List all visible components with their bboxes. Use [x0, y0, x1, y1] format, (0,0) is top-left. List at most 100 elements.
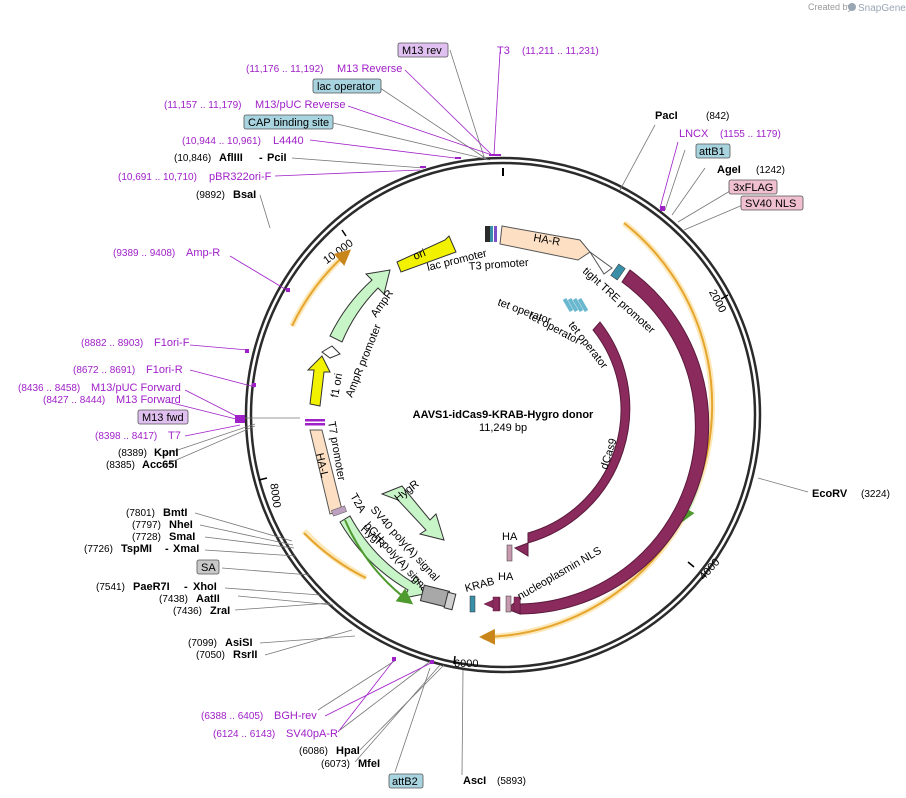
box-lac-operator-label: lac operator	[317, 81, 375, 93]
tick-10000-mark	[341, 229, 347, 237]
enzyme-smai[interactable]: SmaI	[169, 531, 195, 543]
box-attb1[interactable]	[695, 143, 731, 159]
primer-sv40pa-r[interactable]: SV40pA-R	[286, 728, 338, 740]
box-attb1-label: attB1	[699, 146, 725, 158]
leader-lines	[159, 49, 809, 776]
enzyme-nhei[interactable]: NheI	[169, 519, 193, 531]
box-sa[interactable]	[196, 559, 220, 575]
orange-arc-left	[303, 532, 367, 579]
left-enzymes: (10,846) AflIII - PciI (9892) BsaI (8389…	[84, 152, 380, 770]
enzyme-tspmi[interactable]: TspMI	[121, 543, 152, 555]
tet-operator-stripes	[562, 297, 589, 313]
svg-text:(8882 .. 8903): (8882 .. 8903)	[81, 338, 143, 349]
primer-t7[interactable]: T7	[168, 430, 181, 442]
t2a-label: T2A	[347, 492, 368, 516]
enzyme-hpai[interactable]: HpaI	[336, 745, 360, 757]
enzyme-mfei[interactable]: MfeI	[358, 758, 380, 770]
primer-lines	[167, 51, 679, 733]
box-cap-binding-site[interactable]	[243, 114, 334, 130]
primer-m13-forward[interactable]: M13 Forward	[116, 394, 181, 406]
primer-m13-puc-reverse[interactable]: M13/pUC Reverse	[255, 99, 345, 111]
box-3xflag[interactable]	[728, 179, 778, 195]
primer-m13-puc-forward[interactable]: M13/pUC Forward	[91, 382, 181, 394]
box-m13rev[interactable]	[397, 42, 449, 58]
enzyme-afliii[interactable]: AflIII	[219, 152, 243, 164]
box-m13fwd[interactable]	[137, 409, 189, 425]
ha-marker-1	[506, 544, 513, 562]
svg-text:-: -	[184, 581, 188, 593]
svg-text:(10,944 .. 10,961): (10,944 .. 10,961)	[182, 136, 261, 147]
orange-arc-topleft	[291, 249, 352, 327]
primer-m13-reverse[interactable]: M13 Reverse	[337, 63, 402, 75]
ampr-feature[interactable]	[329, 269, 391, 343]
primer-pbr322ori-f[interactable]: pBR322ori-F	[209, 171, 272, 183]
box-m13rev-label: M13 rev	[402, 45, 442, 57]
map-length: 11,249 bp	[479, 422, 527, 434]
svg-text:(8385): (8385)	[106, 460, 135, 471]
enzyme-zrai[interactable]: ZraI	[210, 605, 230, 617]
svg-text:(6124 .. 6143): (6124 .. 6143)	[213, 729, 275, 740]
svg-text:(7436): (7436)	[173, 606, 202, 617]
credit-prefix: Created by	[808, 2, 853, 12]
lac-operator-marker	[485, 226, 490, 242]
cap-marker	[490, 226, 493, 242]
svg-text:(8436 .. 8458): (8436 .. 8458)	[18, 383, 80, 394]
enzyme-pcii[interactable]: PciI	[267, 152, 287, 164]
ha-label-1: HA	[502, 531, 518, 543]
enzyme-afliii-sep: -	[259, 152, 263, 164]
t2a-marker	[331, 505, 347, 517]
hygr-feature-upper[interactable]	[380, 485, 445, 541]
ha-r-feature[interactable]	[499, 225, 591, 261]
ampr-promoter-label: AmpR promoter	[344, 322, 384, 399]
enzyme-paci[interactable]: PacI	[655, 110, 678, 122]
tre-marker	[610, 263, 626, 281]
svg-text:(7801): (7801)	[126, 508, 155, 519]
enzyme-asisi[interactable]: AsiSI	[225, 637, 253, 649]
krab-feature[interactable]	[492, 596, 500, 612]
enzyme-xhoi[interactable]: XhoI	[193, 581, 217, 593]
primer-amp-r[interactable]: Amp-R	[186, 247, 220, 259]
enzyme-ecorv[interactable]: EcoRV	[812, 488, 848, 500]
box-attb2[interactable]	[388, 773, 424, 789]
primer-bgh-rev[interactable]: BGH-rev	[274, 710, 317, 722]
enzyme-bmti[interactable]: BmtI	[163, 507, 187, 519]
enzyme-paer7i[interactable]: PaeR7I	[133, 581, 170, 593]
svg-text:(7797): (7797)	[132, 520, 161, 531]
ori-feature[interactable]	[396, 235, 457, 273]
svg-text:(9892): (9892)	[196, 190, 225, 201]
f1-ori-label: f1 ori	[329, 372, 345, 398]
f1-ori-feature[interactable]	[306, 355, 331, 407]
enzyme-bsai[interactable]: BsaI	[233, 189, 256, 201]
primer-l4440[interactable]: L4440	[273, 135, 304, 147]
tick-6000: 6000	[454, 658, 478, 670]
svg-text:(10,846): (10,846)	[174, 153, 211, 164]
t7-marker-2	[305, 423, 325, 426]
tick-6000-mark	[453, 655, 456, 665]
primer-lncx[interactable]: LNCX	[679, 128, 709, 140]
t3-promoter-label: T3 promoter	[468, 257, 529, 273]
svg-text:(7050): (7050)	[196, 650, 225, 661]
enzyme-rsrii[interactable]: RsrII	[233, 649, 257, 661]
enzyme-xmai[interactable]: XmaI	[173, 543, 199, 555]
dcas9-feature[interactable]	[527, 321, 631, 544]
box-m13fwd-label: M13 fwd	[142, 412, 184, 424]
primer-marks	[235, 154, 665, 664]
svg-text:(11,211 .. 11,231): (11,211 .. 11,231)	[522, 46, 599, 57]
primer-f1ori-f[interactable]: F1ori-F	[154, 337, 190, 349]
enzyme-asci[interactable]: AscI	[463, 775, 486, 787]
ha-l-label: HA-L	[313, 452, 330, 479]
krab-marker	[469, 595, 476, 613]
enzyme-agei[interactable]: AgeI	[717, 164, 741, 176]
primer-t3[interactable]: T3	[497, 45, 510, 57]
enzyme-kpni[interactable]: KpnI	[154, 447, 178, 459]
svg-text:(7438): (7438)	[159, 594, 188, 605]
primer-f1ori-r[interactable]: F1ori-R	[146, 364, 183, 376]
enzyme-aatii[interactable]: AatII	[196, 593, 220, 605]
svg-text:(7541): (7541)	[96, 582, 125, 593]
box-sv40-nls[interactable]	[740, 195, 804, 211]
enzyme-acc65i[interactable]: Acc65I	[142, 459, 177, 471]
svg-text:(6086): (6086)	[299, 746, 328, 757]
credit-brand: SnapGene	[858, 3, 906, 14]
box-lac-operator[interactable]	[312, 78, 382, 94]
ha-r-label: HA-R	[532, 232, 561, 248]
